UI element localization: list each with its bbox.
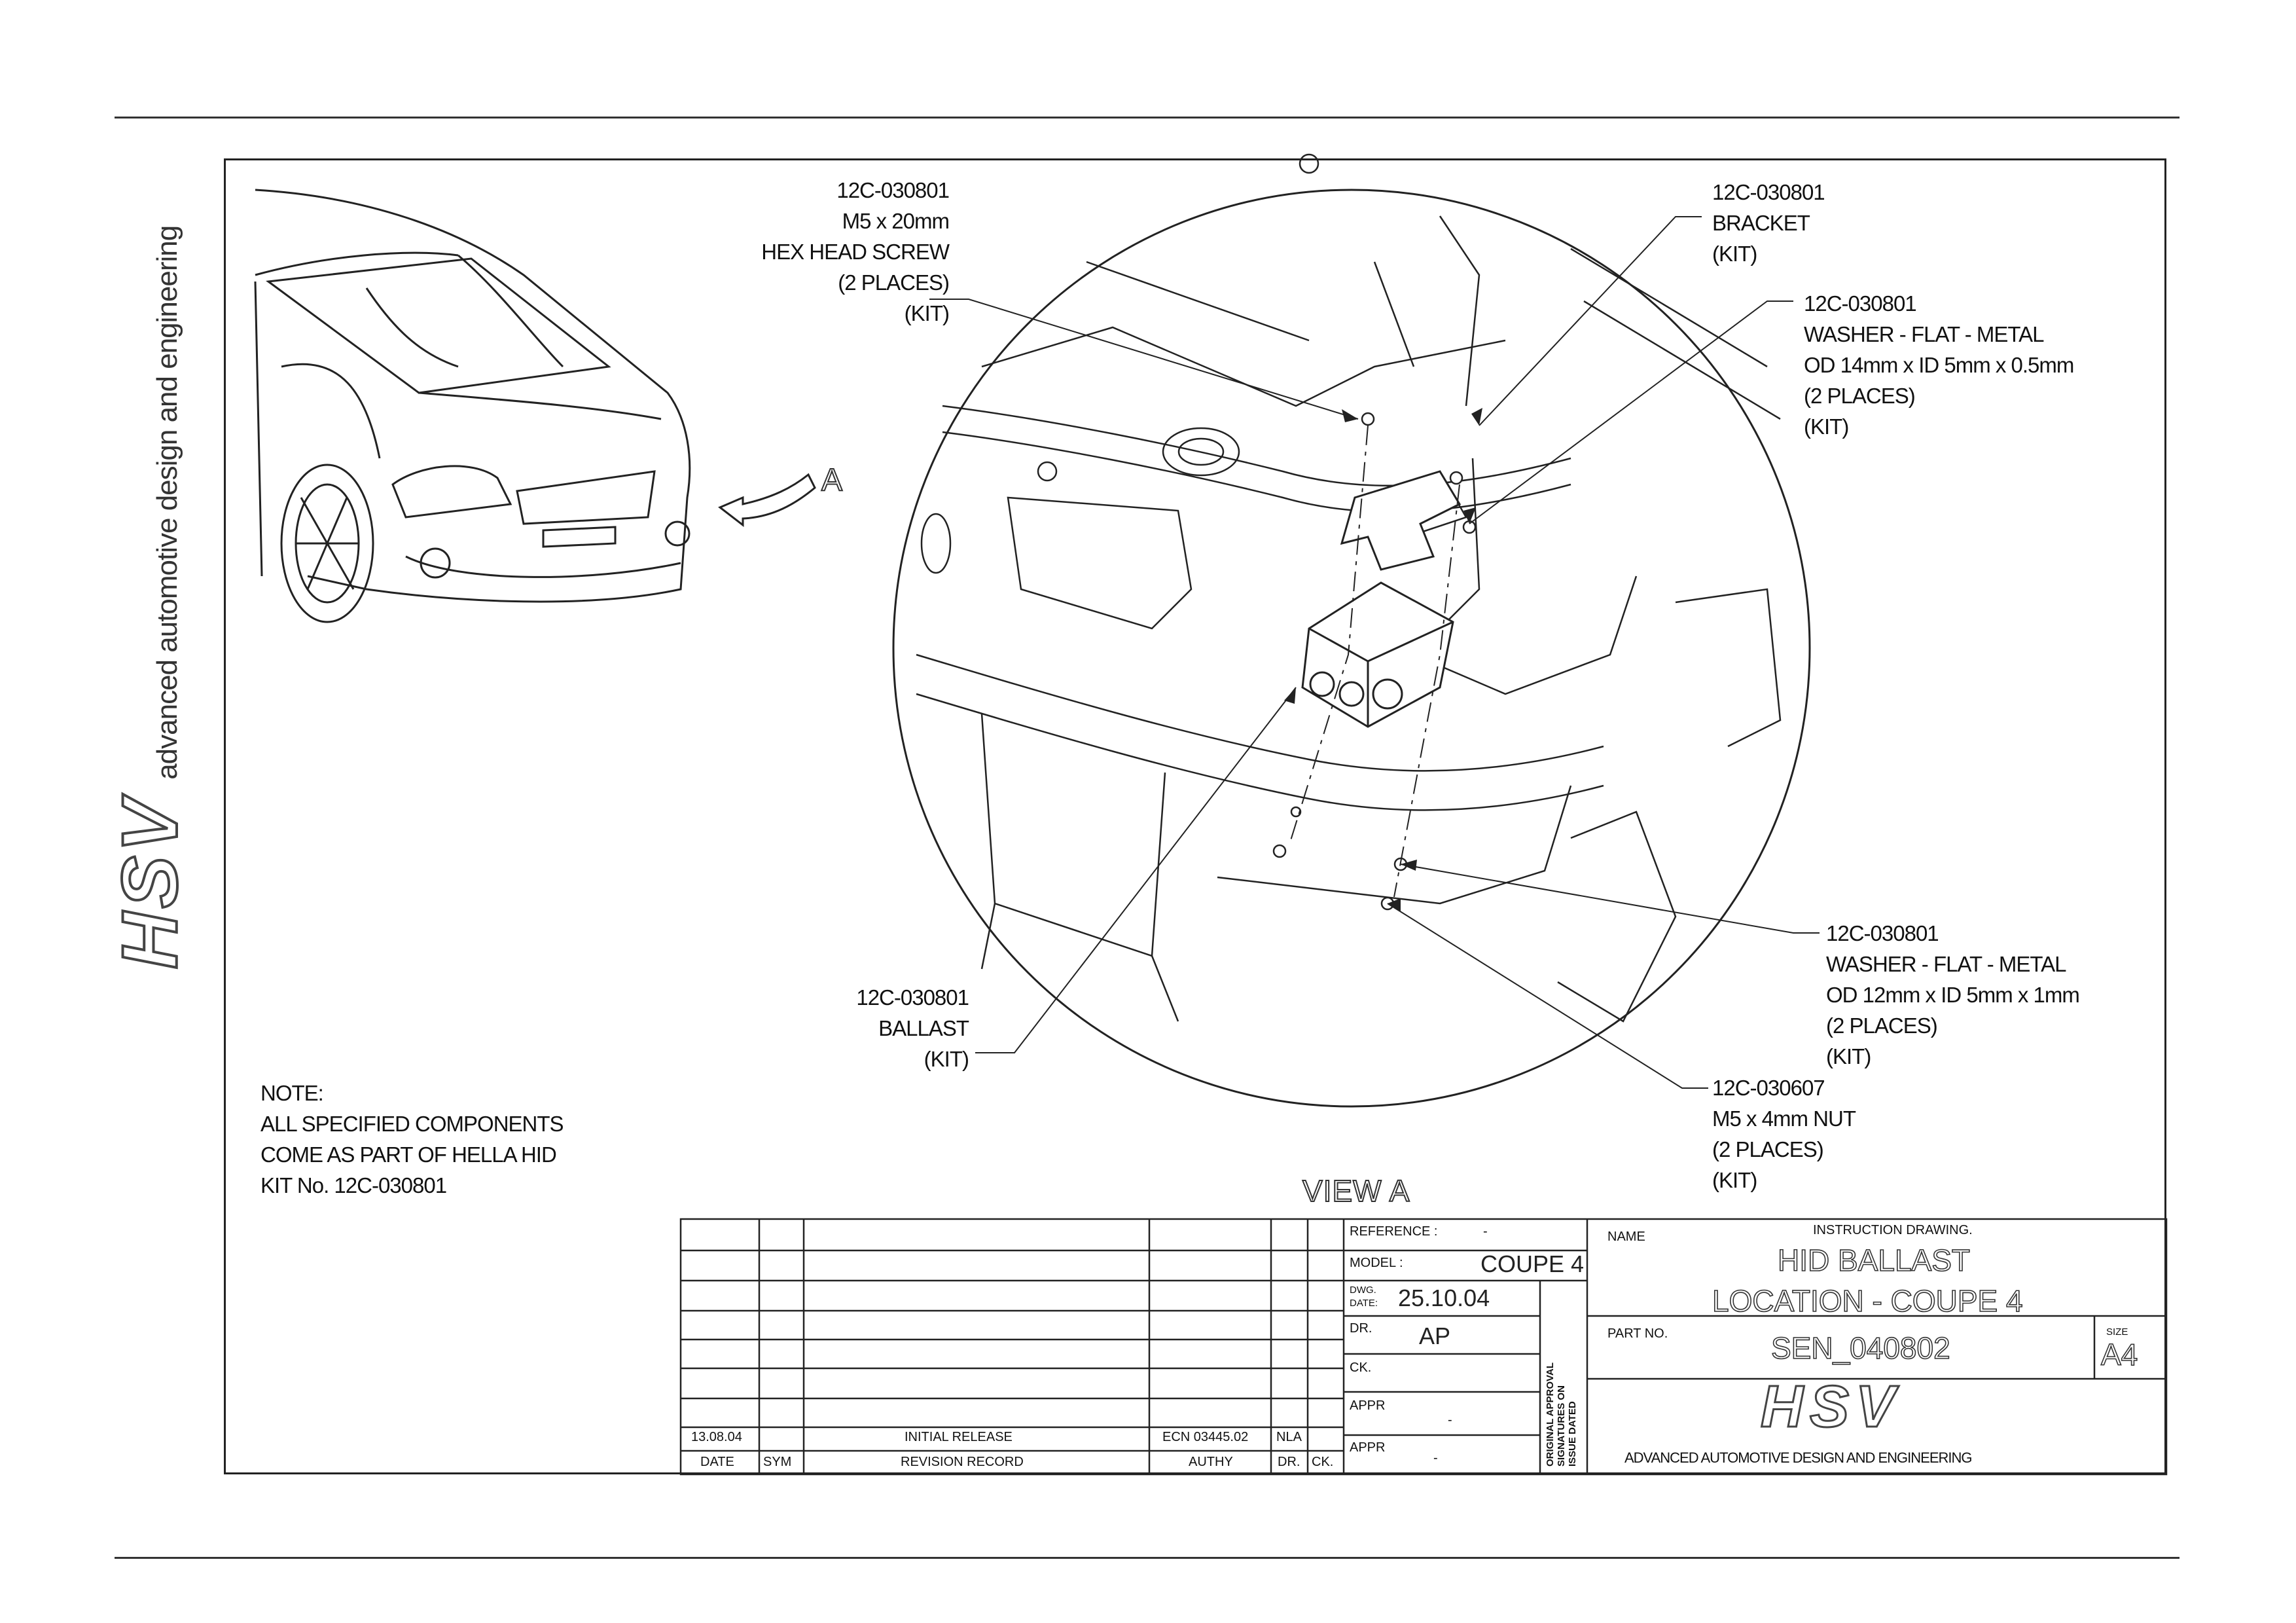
col-header-dr: DR. bbox=[1278, 1455, 1300, 1469]
dwg-date-value: 25.10.04 bbox=[1398, 1285, 1490, 1311]
callout-line: (KIT) bbox=[1826, 1044, 1871, 1068]
dr-value: AP bbox=[1419, 1322, 1451, 1349]
size-value: A4 bbox=[2100, 1337, 2138, 1372]
callout-line: M5 x 4mm NUT bbox=[1712, 1106, 1856, 1131]
callout-line: (2 PLACES) bbox=[1826, 1013, 1938, 1038]
appr-label-1: APPR bbox=[1350, 1398, 1386, 1413]
callout-line: (KIT) bbox=[1712, 1168, 1757, 1192]
col-header-ck: CK. bbox=[1312, 1455, 1334, 1469]
callout-washer-bottom: 12C-030801 WASHER - FLAT - METAL OD 12mm… bbox=[1826, 918, 2080, 1072]
col-header-sym: SYM bbox=[763, 1455, 792, 1469]
title-block-logo: HSV bbox=[1759, 1374, 1902, 1441]
ck-label: CK. bbox=[1350, 1360, 1372, 1375]
name-label: NAME bbox=[1607, 1230, 1645, 1244]
note-block: NOTE: ALL SPECIFIED COMPONENTS COME AS P… bbox=[260, 1078, 564, 1201]
drawing-title-line-2: LOCATION - COUPE 4 bbox=[1712, 1283, 2023, 1319]
title-block-grid bbox=[679, 1218, 2168, 1476]
drawing-title-line-1: HID BALLAST bbox=[1777, 1243, 1971, 1278]
doc-type: INSTRUCTION DRAWING. bbox=[1813, 1223, 1973, 1237]
leader-lines bbox=[929, 216, 1820, 1089]
part-no-label: PART NO. bbox=[1607, 1326, 1668, 1341]
col-header-revision-record: REVISION RECORD bbox=[901, 1455, 1024, 1469]
approval-note: ORIGINAL APPROVAL SIGNATURES ON ISSUE DA… bbox=[1545, 1362, 1578, 1467]
callout-line: WASHER - FLAT - METAL bbox=[1804, 322, 2044, 346]
revision-authy: ECN 03445.02 bbox=[1162, 1430, 1249, 1444]
bracket-part bbox=[1340, 470, 1462, 571]
approval-note-line: ORIGINAL APPROVAL bbox=[1545, 1362, 1556, 1467]
callout-line: (KIT) bbox=[924, 1047, 969, 1071]
callout-screw: 12C-030801 M5 x 20mm HEX HEAD SCREW (2 P… bbox=[681, 175, 950, 329]
callout-ballast: 12C-030801 BALLAST (KIT) bbox=[772, 982, 969, 1074]
callout-line: 12C-030607 bbox=[1712, 1076, 1825, 1100]
size-label: SIZE bbox=[2106, 1326, 2128, 1338]
model-label: MODEL : bbox=[1350, 1256, 1403, 1270]
revision-date: 13.08.04 bbox=[691, 1430, 742, 1444]
dr-label: DR. bbox=[1350, 1321, 1372, 1336]
callout-bracket: 12C-030801 BRACKET (KIT) bbox=[1712, 177, 1825, 269]
chassis-detail bbox=[916, 153, 1782, 1023]
company-name: ADVANCED AUTOMOTIVE DESIGN AND ENGINEERI… bbox=[1624, 1450, 1973, 1466]
revision-record: INITIAL RELEASE bbox=[905, 1430, 1013, 1444]
note-line: NOTE: bbox=[260, 1081, 324, 1105]
callout-line: (2 PLACES) bbox=[838, 270, 950, 295]
top-rule bbox=[115, 117, 2179, 119]
callout-nut: 12C-030607 M5 x 4mm NUT (2 PLACES) (KIT) bbox=[1712, 1072, 1856, 1195]
callout-line: (KIT) bbox=[904, 301, 950, 325]
callout-line: OD 14mm x ID 5mm x 0.5mm bbox=[1804, 353, 2074, 377]
brand-logo: HSV bbox=[105, 794, 195, 970]
approval-note-line: SIGNATURES ON bbox=[1556, 1385, 1567, 1467]
callout-line: 12C-030801 bbox=[856, 985, 969, 1010]
view-label: VIEW A bbox=[1302, 1173, 1410, 1209]
dwg-date-label-1: DWG. bbox=[1350, 1285, 1376, 1296]
callout-line: 12C-030801 bbox=[1804, 291, 1917, 316]
callout-line: OD 12mm x ID 5mm x 1mm bbox=[1826, 983, 2080, 1007]
col-header-authy: AUTHY bbox=[1189, 1455, 1233, 1469]
note-line: ALL SPECIFIED COMPONENTS bbox=[260, 1112, 564, 1136]
callout-line: (2 PLACES) bbox=[1804, 384, 1916, 408]
reference-value: - bbox=[1483, 1224, 1488, 1239]
view-arrow-label: A bbox=[821, 462, 843, 498]
part-no-value: SEN_040802 bbox=[1770, 1330, 1950, 1366]
note-line: COME AS PART OF HELLA HID bbox=[260, 1142, 557, 1167]
ballast-unit bbox=[1301, 581, 1454, 728]
callout-line: (KIT) bbox=[1712, 242, 1757, 266]
appr-label-2: APPR bbox=[1350, 1440, 1386, 1455]
callout-line: BALLAST bbox=[878, 1016, 969, 1040]
brand-tagline: advanced automotive design and engineeri… bbox=[151, 225, 183, 780]
bottom-rule bbox=[115, 1557, 2179, 1559]
callout-line: HEX HEAD SCREW bbox=[761, 240, 950, 264]
revision-dr: NLA bbox=[1276, 1430, 1302, 1444]
leader-arrowheads bbox=[1284, 408, 1482, 911]
callout-line: BRACKET bbox=[1712, 211, 1810, 235]
dwg-date-label-2: DATE: bbox=[1350, 1298, 1378, 1309]
appr-value-2: - bbox=[1433, 1451, 1438, 1465]
callout-line: M5 x 20mm bbox=[842, 209, 950, 233]
reference-label: REFERENCE : bbox=[1350, 1224, 1438, 1239]
callout-line: WASHER - FLAT - METAL bbox=[1826, 952, 2066, 976]
centre-lines bbox=[1289, 425, 1460, 898]
detail-view-circle bbox=[892, 189, 1811, 1108]
note-line: KIT No. 12C-030801 bbox=[260, 1173, 447, 1197]
model-value: COUPE 4 bbox=[1480, 1250, 1585, 1277]
callout-washer-top: 12C-030801 WASHER - FLAT - METAL OD 14mm… bbox=[1804, 288, 2074, 442]
appr-value-1: - bbox=[1448, 1413, 1452, 1427]
col-header-date: DATE bbox=[700, 1455, 734, 1469]
drawing-frame bbox=[224, 158, 2166, 1474]
callout-line: (KIT) bbox=[1804, 414, 1849, 439]
callout-line: 12C-030801 bbox=[1712, 180, 1825, 204]
car-front-illustration bbox=[254, 189, 691, 623]
callout-line: 12C-030801 bbox=[1826, 921, 1939, 945]
callout-line: 12C-030801 bbox=[836, 178, 950, 202]
callout-line: (2 PLACES) bbox=[1712, 1137, 1824, 1161]
brand-vertical: HSV advanced automotive design and engin… bbox=[105, 225, 195, 970]
approval-note-line: ISSUE DATED bbox=[1567, 1401, 1578, 1467]
view-arrow bbox=[718, 473, 816, 528]
